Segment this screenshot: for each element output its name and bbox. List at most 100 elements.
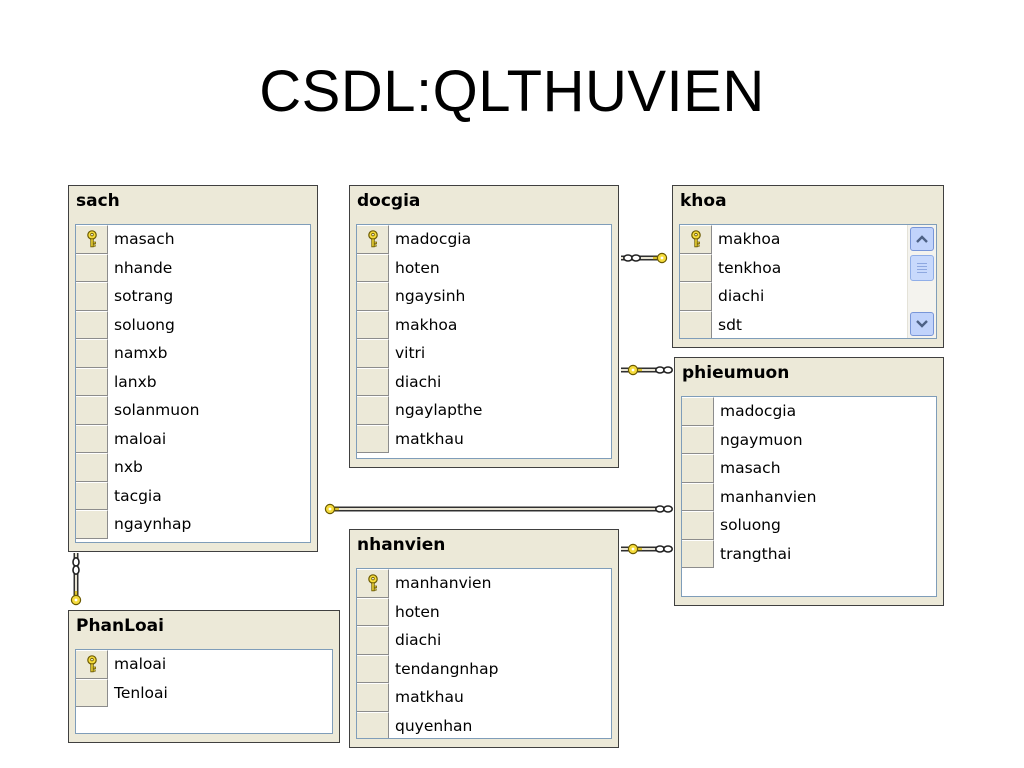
column-row-nhanvien-diachi[interactable]: diachi — [357, 626, 611, 655]
row-selector[interactable] — [680, 310, 712, 338]
row-selector[interactable] — [76, 453, 108, 482]
scroll-up-button[interactable] — [910, 227, 934, 251]
khoa-scrollbar[interactable] — [907, 225, 936, 338]
column-row-docgia-madocgia[interactable]: madocgia — [357, 225, 611, 254]
column-row-khoa-sdt[interactable]: sdt — [680, 310, 936, 338]
row-selector[interactable] — [76, 367, 108, 396]
column-row-phieumuon-ngaymuon[interactable]: ngaymuon — [682, 425, 936, 454]
row-selector[interactable] — [682, 397, 714, 426]
many-end-icon — [72, 556, 80, 567]
column-row-phieumuon-masach[interactable]: masach — [682, 454, 936, 483]
column-name: matkhau — [395, 688, 464, 707]
row-selector[interactable] — [357, 367, 389, 396]
row-selector[interactable] — [357, 569, 389, 598]
column-name: nhande — [114, 258, 173, 277]
column-row-phieumuon-manhanvien[interactable]: manhanvien — [682, 482, 936, 511]
row-selector[interactable] — [357, 711, 389, 738]
column-row-sach-soluong[interactable]: soluong — [76, 310, 310, 339]
row-selector[interactable] — [682, 511, 714, 540]
column-row-sach-nhande[interactable]: nhande — [76, 253, 310, 282]
row-selector[interactable] — [76, 650, 108, 679]
many-end-icon — [654, 366, 665, 374]
column-row-khoa-tenkhoa[interactable]: tenkhoa — [680, 253, 936, 282]
row-selector[interactable] — [357, 683, 389, 712]
column-row-nhanvien-quyenhan[interactable]: quyenhan — [357, 711, 611, 738]
row-selector[interactable] — [76, 282, 108, 311]
column-name: ngaynhap — [114, 515, 192, 534]
row-selector[interactable] — [357, 225, 389, 254]
column-row-docgia-matkhau[interactable]: matkhau — [357, 424, 611, 453]
column-name: tacgia — [114, 486, 162, 505]
row-selector[interactable] — [76, 510, 108, 539]
row-selector[interactable] — [76, 481, 108, 510]
column-row-sach-solanmuon[interactable]: solanmuon — [76, 396, 310, 425]
primary-key-icon — [86, 655, 97, 673]
column-row-sach-maloai[interactable]: maloai — [76, 424, 310, 453]
row-selector[interactable] — [76, 225, 108, 254]
row-selector[interactable] — [357, 654, 389, 683]
chevron-down-icon — [916, 320, 928, 328]
row-selector[interactable] — [680, 282, 712, 311]
row-selector[interactable] — [680, 225, 712, 254]
column-name: makhoa — [718, 230, 781, 249]
column-row-docgia-hoten[interactable]: hoten — [357, 253, 611, 282]
column-row-sach-sotrang[interactable]: sotrang — [76, 282, 310, 311]
row-selector[interactable] — [357, 282, 389, 311]
column-row-docgia-diachi[interactable]: diachi — [357, 367, 611, 396]
column-row-docgia-ngaysinh[interactable]: ngaysinh — [357, 282, 611, 311]
column-row-sach-lanxb[interactable]: lanxb — [76, 367, 310, 396]
column-row-phieumuon-soluong[interactable]: soluong — [682, 511, 936, 540]
column-row-phanloai-Tenloai[interactable]: Tenloai — [76, 678, 332, 707]
column-row-phieumuon-trangthai[interactable]: trangthai — [682, 539, 936, 568]
row-selector[interactable] — [357, 310, 389, 339]
row-selector[interactable] — [682, 454, 714, 483]
column-name: ngaysinh — [395, 287, 466, 306]
column-name: trangthai — [720, 544, 792, 563]
column-row-nhanvien-tendangnhap[interactable]: tendangnhap — [357, 654, 611, 683]
column-row-docgia-vitri[interactable]: vitri — [357, 339, 611, 368]
column-name: namxb — [114, 344, 168, 363]
column-row-phieumuon-madocgia[interactable]: madocgia — [682, 397, 936, 426]
scroll-thumb[interactable] — [910, 255, 934, 281]
table-name-phieumuon: phieumuon — [682, 363, 790, 383]
row-selector[interactable] — [357, 626, 389, 655]
row-selector[interactable] — [680, 253, 712, 282]
row-selector[interactable] — [76, 310, 108, 339]
row-selector[interactable] — [76, 396, 108, 425]
row-selector[interactable] — [76, 339, 108, 368]
column-row-sach-tacgia[interactable]: tacgia — [76, 481, 310, 510]
column-name: sdt — [718, 315, 742, 334]
row-selector[interactable] — [682, 482, 714, 511]
row-selector[interactable] — [682, 425, 714, 454]
row-selector[interactable] — [357, 597, 389, 626]
column-row-nhanvien-matkhau[interactable]: matkhau — [357, 683, 611, 712]
column-row-nhanvien-hoten[interactable]: hoten — [357, 597, 611, 626]
row-selector[interactable] — [357, 424, 389, 453]
row-selector[interactable] — [682, 539, 714, 568]
row-selector[interactable] — [76, 678, 108, 707]
column-row-sach-nxb[interactable]: nxb — [76, 453, 310, 482]
row-selector[interactable] — [357, 253, 389, 282]
column-row-docgia-ngaylapthe[interactable]: ngaylapthe — [357, 396, 611, 425]
scroll-down-button[interactable] — [910, 312, 934, 336]
column-row-sach-masach[interactable]: masach — [76, 225, 310, 254]
column-row-khoa-diachi[interactable]: diachi — [680, 282, 936, 311]
row-selector[interactable] — [357, 339, 389, 368]
column-row-sach-ngaynhap[interactable]: ngaynhap — [76, 510, 310, 539]
column-row-nhanvien-manhanvien[interactable]: manhanvien — [357, 569, 611, 598]
row-selector[interactable] — [76, 424, 108, 453]
column-row-docgia-makhoa[interactable]: makhoa — [357, 310, 611, 339]
column-row-phanloai-maloai[interactable]: maloai — [76, 650, 332, 679]
column-name: lanxb — [114, 372, 157, 391]
row-selector[interactable] — [76, 253, 108, 282]
column-row-khoa-makhoa[interactable]: makhoa — [680, 225, 936, 254]
row-selector[interactable] — [357, 396, 389, 425]
column-row-sach-namxb[interactable]: namxb — [76, 339, 310, 368]
